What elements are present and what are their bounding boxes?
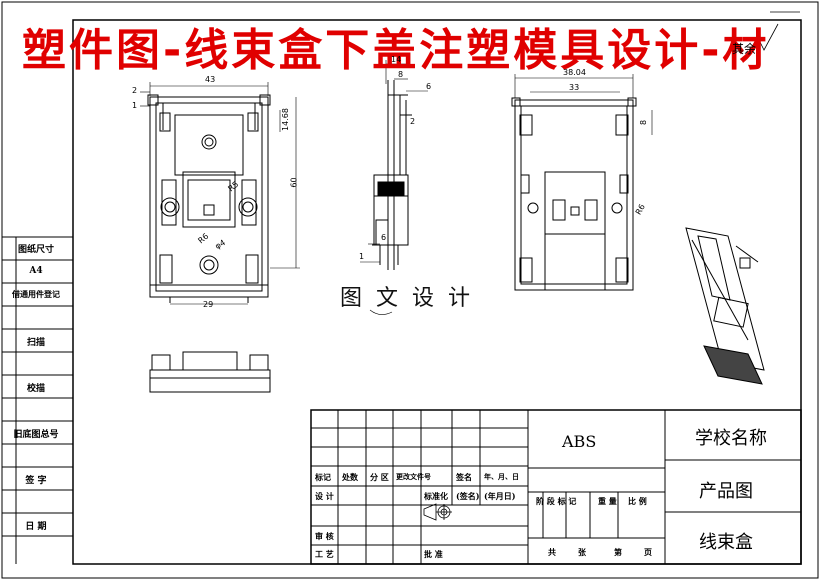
side-dimension-lines [360,60,428,263]
section-arc [369,309,393,315]
front-dimension-lines [140,82,300,305]
tb-date-paren: (年月日) [484,491,516,501]
side-label-trace: 扫描 [26,338,45,348]
bottom-view [149,351,271,393]
side-column [2,236,73,564]
right-dimension-lines [514,74,653,135]
tb-sheets: 张 [578,547,586,557]
side-label-check: 校描 [26,384,45,394]
tb-process: 工 艺 [315,549,334,559]
dim-side-6: 6 [426,82,432,91]
title-block-grid [310,409,802,565]
tb-scale: 比 例 [628,496,647,506]
right-view [511,97,637,291]
side-label-old-base: 旧底图总号 [13,430,59,440]
side-view [372,80,412,270]
dim-side-14: 14 [391,55,402,64]
tb-standard: 标准化 [424,491,448,501]
tb-date: 年、月、日 [484,472,519,481]
side-label-paper-value: A4 [29,266,43,276]
tb-zone: 分 区 [370,472,389,482]
school-name: 学校名称 [695,428,767,449]
drawing-title: 塑件图-线束盒下盖注塑模具设计-材 [22,25,770,76]
tb-page: 页 [644,547,652,557]
dim-right-38-04: 38.04 [563,68,586,77]
dim-right-8: 8 [639,119,649,126]
front-view [147,94,271,303]
tb-signature: 签名 [456,472,472,482]
side-label-borrowed: 借通用件登记 [12,289,60,299]
tb-sig-paren: (签名) [456,491,480,501]
projection-symbol [423,503,452,521]
side-label-date: 日 期 [25,522,47,532]
tb-count: 处数 [342,472,358,482]
dim-right-33: 33 [569,83,580,92]
tb-change: 更改文件号 [396,472,431,481]
tb-mark: 标记 [315,472,331,482]
dim-front-height: 60 [289,177,299,188]
tb-review: 审 核 [315,531,334,541]
tb-weight: 重 量 [598,496,617,506]
dim-front-1: 1 [132,101,138,110]
part-name: 线束盒 [699,532,753,553]
isometric-view [685,227,765,385]
drawing-type: 产品图 [699,481,753,502]
watermark-text: 图文设计 [340,286,485,311]
side-label-sign: 签 字 [25,476,47,486]
tb-approve: 批 准 [424,549,443,559]
dim-front-29: 29 [203,300,214,309]
side-label-paper-size: 图纸尺寸 [17,245,54,255]
dim-front-2: 2 [132,86,138,95]
tb-stage: 阶 段 标 记 [536,496,577,506]
tb-total: 共 [548,547,556,557]
dim-side-6b: 6 [381,233,387,242]
material-value: ABS [562,432,597,451]
dim-front-14-68: 14.68 [280,108,290,131]
roughness-mark [757,11,800,51]
tb-design: 设 计 [315,491,334,501]
tb-page-no: 第 [614,547,622,557]
dim-side-1: 1 [359,252,365,261]
dim-side-2: 2 [410,117,416,126]
corner-note: 其余 [732,42,757,56]
dim-front-width: 43 [205,75,216,84]
dim-side-8: 8 [398,70,404,79]
